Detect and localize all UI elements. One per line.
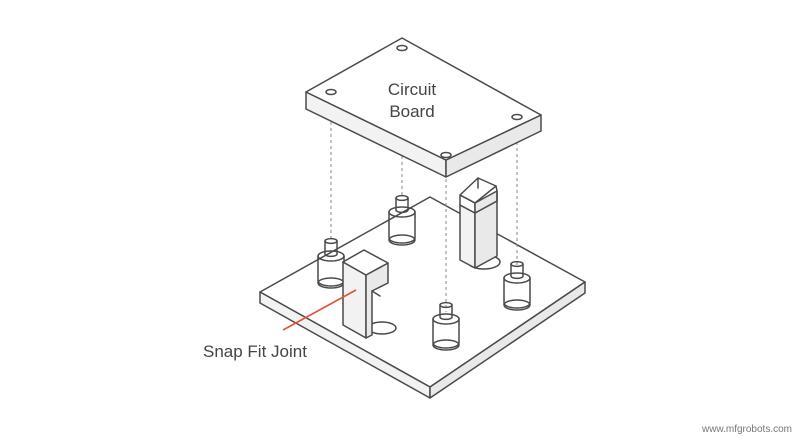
mount-hole [396,44,408,52]
standoff-rear [388,194,416,246]
circuit-board-label-line1: Circuit [388,80,436,99]
mount-hole [440,151,452,159]
standoff-right [503,260,531,311]
circuit-board-label-line2: Board [389,102,434,121]
mount-hole [511,113,523,121]
snap-fit-callout-line [282,289,357,331]
snap-fit-joint-label: Snap Fit Joint [203,342,307,361]
standoff-front [432,301,460,351]
mount-hole [325,88,337,96]
snap-fit-joint-rear [459,177,501,270]
watermark: www.mfgrobots.com [701,424,792,435]
snap-fit-joint-front [342,249,397,339]
circuit-board [305,37,542,178]
base-plate [259,196,586,399]
